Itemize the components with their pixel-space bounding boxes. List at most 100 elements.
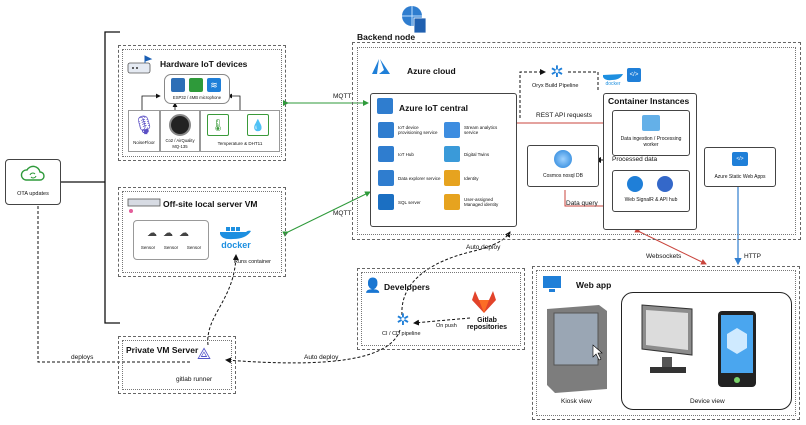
gitlab-repos-label: Gitlab repositories (466, 317, 508, 331)
iot-central-title: Azure IoT central (399, 103, 468, 113)
hardware-title: Hardware IoT devices (160, 59, 248, 69)
sensor-network-icon: ☁☁☁ (147, 227, 195, 239)
data-ingestion-label: Data ingestion / Processing worker (620, 136, 682, 148)
hardware-inner (122, 49, 282, 157)
iot-service-item: Digital Twins (444, 146, 510, 162)
on-push-line (413, 317, 471, 326)
runs-container-line (207, 254, 239, 346)
oryx-label: Oryx Build Pipeline (532, 83, 579, 89)
identity-icon (444, 170, 460, 186)
developers-inner (361, 272, 521, 346)
developers-title: Developers (384, 282, 430, 292)
webapp-title: Web app (576, 280, 612, 290)
runner-label: gitlab runner (176, 376, 213, 383)
iot-service-label: Identity (464, 175, 479, 181)
deploys-line (35, 199, 190, 363)
backend-inner (357, 47, 796, 235)
azure-cloud-title: Azure cloud (407, 66, 456, 76)
esp32-label: ESP32 / 4MB microphone (172, 95, 222, 100)
server-icon (127, 196, 161, 216)
device-label: Device view (690, 398, 725, 405)
docker-label: docker (221, 240, 251, 250)
static-web-icon: </> (732, 152, 748, 166)
cosmos-db-icon (554, 150, 572, 168)
deploys-label: deploys (71, 354, 94, 361)
cosmos-label: Cosmos nosql DB (542, 173, 583, 179)
wifi-icon: ≋ (207, 78, 221, 92)
signalr-icon (627, 176, 643, 192)
iot-service-item: Identity (444, 170, 510, 186)
iot-service-label: SQL server (398, 199, 421, 205)
webapp-container (532, 266, 800, 420)
developer-avatar-icon: 👤 (364, 276, 382, 293)
microphone-icon: 🎙 (132, 114, 156, 135)
oryx-pipeline-icon: ✲ (550, 64, 564, 81)
phone-icon (717, 310, 757, 388)
kiosk-icon (545, 305, 609, 393)
cicd-label: CI / CD pipeline (382, 331, 421, 337)
websockets-label: Websockets (646, 253, 682, 260)
signalr-label: Web SignalR & API hub (624, 197, 678, 203)
temp-label: Temperature & DHT11 (217, 141, 263, 146)
iot-service-item: User-assigned Managed identity (444, 194, 510, 210)
backend-container (352, 42, 801, 240)
iot-service-item: Data explorer service (378, 170, 442, 186)
desktop-computer-icon (636, 303, 698, 375)
humidity-chip-icon: 💧 (247, 114, 269, 136)
iot-service-item: SQL server (378, 194, 442, 210)
auto-deploy-top-label: Auto deploy (466, 244, 501, 251)
air-quality-sensor-icon (169, 114, 191, 136)
iot-service-item: Stream analytics service (444, 122, 510, 138)
iot-service-item: IoT Hub (378, 146, 442, 162)
backend-globe-icon (400, 4, 428, 34)
processing-worker-icon (642, 115, 660, 131)
ota-label: OTA updates (17, 191, 49, 197)
private-vm-container (118, 336, 236, 394)
signalr-box: Web SignalR & API hub (612, 170, 690, 212)
gears-icon (444, 122, 460, 138)
ota-bracket (104, 31, 120, 324)
digital-twins-icon (444, 146, 460, 162)
offsite-container (118, 187, 286, 277)
iot-service-label: Stream analytics service (464, 125, 498, 135)
iot-service-label: User-assigned Managed identity (464, 197, 499, 207)
cloud-sync-icon (20, 164, 46, 184)
esp32-board: ≋ ESP32 / 4MB microphone (164, 74, 230, 104)
webapp-inner (536, 270, 796, 416)
monitor-icon (542, 275, 562, 293)
provisioning-icon (378, 122, 394, 138)
iot-service-label: Digital Twins (464, 151, 490, 157)
auto-deploy-bottom-label: Auto deploy (304, 354, 339, 361)
cosmos-box: Cosmos nosql DB (527, 145, 599, 187)
azure-logo-icon (371, 58, 391, 76)
iot-central-icon (377, 98, 393, 114)
data-ingestion-box: Data ingestion / Processing worker (612, 110, 690, 156)
private-vm-inner (122, 340, 232, 390)
runs-container-label: Runs container (234, 259, 271, 265)
container-instances-title: Container Instances (608, 96, 690, 106)
noise-label: NoiseFloor (133, 140, 155, 145)
iot-service-item: IoT device provisioning service (378, 122, 442, 138)
temperature-chip-icon: 🌡 (207, 114, 229, 136)
container-docker-label: docker (605, 81, 621, 87)
cicd-icon: ✲ (396, 312, 410, 329)
iot-service-label: IoT Hub (398, 151, 414, 157)
mqtt-mid-line (282, 191, 371, 237)
esp32-chip-icon (171, 78, 185, 92)
sensor-group: ☁☁☁ Sensor Sensor Sensor (133, 220, 209, 260)
private-vm-title: Private VM Server (126, 345, 199, 355)
hardware-container (118, 45, 286, 161)
hw-arrow-1 (141, 93, 161, 110)
managed-identity-icon (444, 194, 460, 210)
iot-service-label: IoT device provisioning service (398, 125, 438, 135)
websockets-line (634, 227, 707, 265)
rest-api-label: REST API requests (536, 112, 592, 119)
iot-service-label: Data explorer service (398, 175, 441, 181)
sql-icon (378, 194, 394, 210)
oryx-to-container (568, 71, 599, 92)
mqtt-mid-label: MQTT (333, 210, 352, 217)
docker-icon: docker (214, 224, 258, 252)
http-label: HTTP (744, 253, 761, 260)
processed-data-label: Processed data (612, 156, 658, 163)
router-icon (127, 55, 153, 77)
